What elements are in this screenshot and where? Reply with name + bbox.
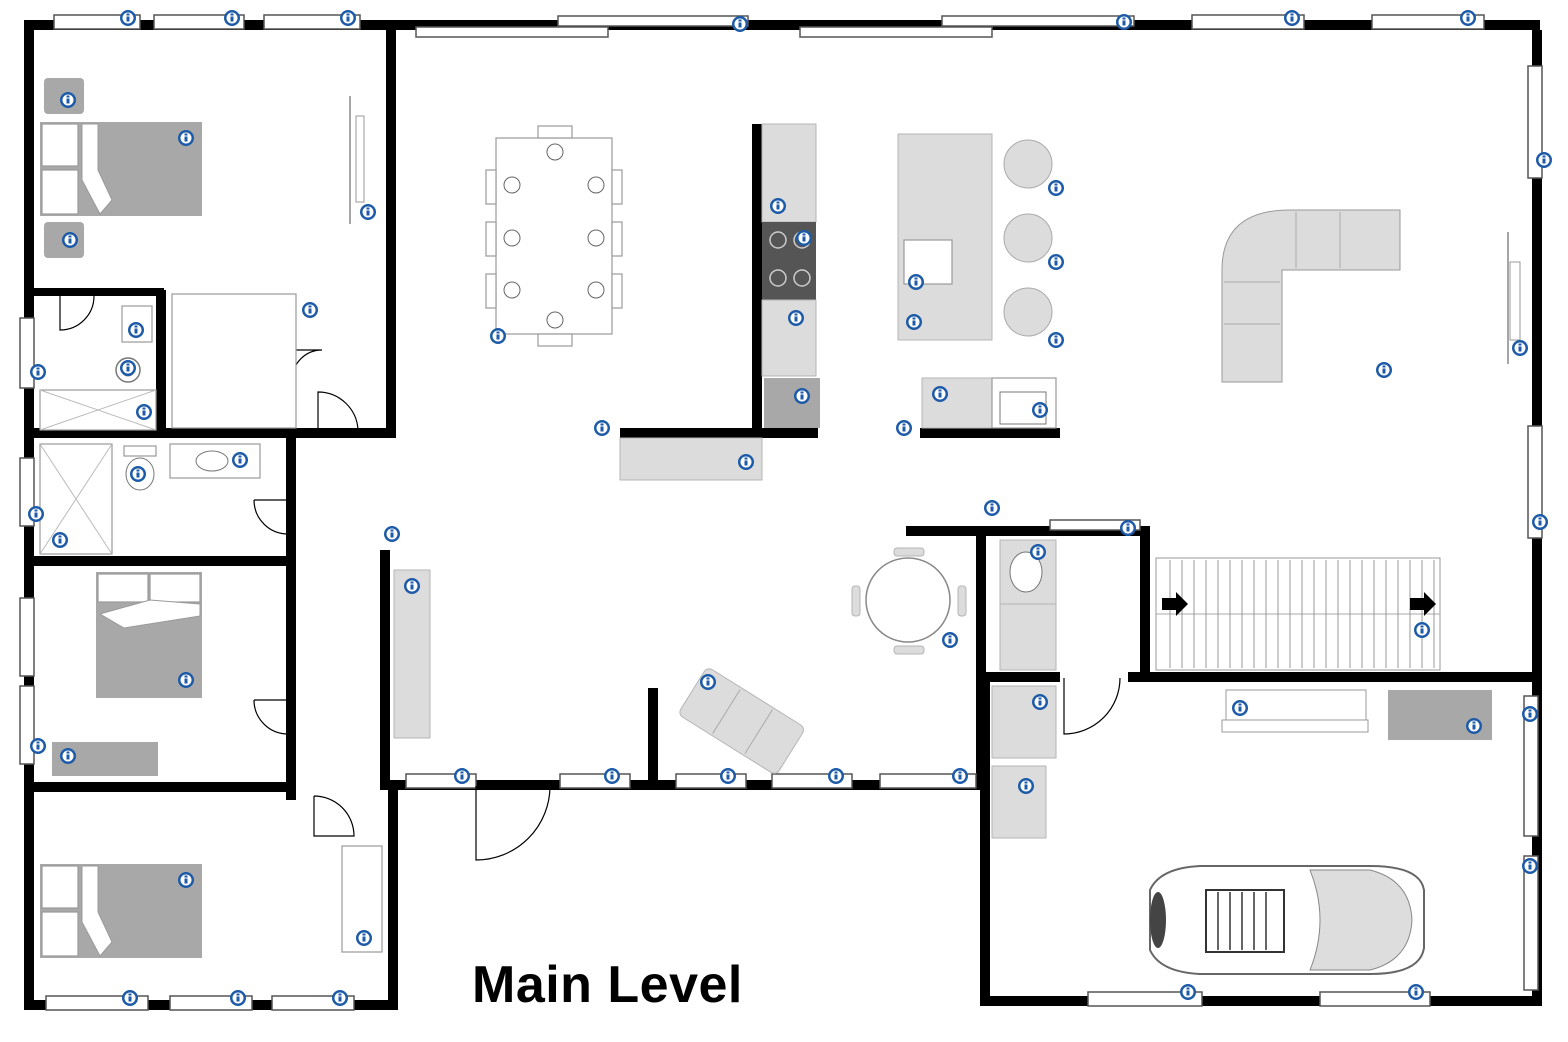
info-pin-icon[interactable] (794, 388, 810, 404)
info-pin-icon[interactable] (224, 10, 240, 26)
dining-table (485, 125, 623, 347)
info-pin-icon[interactable] (984, 500, 1000, 516)
laundry-stairs (999, 539, 1441, 671)
info-pin-icon[interactable] (1532, 514, 1548, 530)
info-pin-icon[interactable] (788, 310, 804, 326)
info-pin-icon[interactable] (932, 386, 948, 402)
info-pin-icon[interactable] (62, 232, 78, 248)
info-pin-icon[interactable] (828, 768, 844, 784)
info-pin-icon[interactable] (1032, 694, 1048, 710)
info-pin-icon[interactable] (738, 454, 754, 470)
info-pin-icon[interactable] (1116, 14, 1132, 30)
info-hotspots (28, 10, 1552, 1006)
info-pin-icon[interactable] (130, 466, 146, 482)
info-pin-icon[interactable] (230, 990, 246, 1006)
info-pin-icon[interactable] (594, 420, 610, 436)
info-pin-icon[interactable] (1048, 180, 1064, 196)
info-pin-icon[interactable] (384, 526, 400, 542)
info-pin-icon[interactable] (796, 230, 812, 246)
info-pin-icon[interactable] (908, 274, 924, 290)
info-pin-icon[interactable] (52, 532, 68, 548)
bath-2-furniture (39, 443, 261, 555)
info-pin-icon[interactable] (404, 578, 420, 594)
info-pin-icon[interactable] (1048, 254, 1064, 270)
info-pin-icon[interactable] (1032, 402, 1048, 418)
info-pin-icon[interactable] (1522, 858, 1538, 874)
info-pin-icon[interactable] (178, 130, 194, 146)
info-pin-icon[interactable] (120, 360, 136, 376)
info-pin-icon[interactable] (360, 204, 376, 220)
info-pin-icon[interactable] (604, 768, 620, 784)
doors (59, 295, 1121, 861)
info-pin-icon[interactable] (122, 990, 138, 1006)
info-pin-icon[interactable] (896, 420, 912, 436)
level-title: Main Level (472, 956, 743, 1014)
bedroom-1-furniture (40, 78, 365, 429)
info-pin-icon[interactable] (28, 506, 44, 522)
info-pin-icon[interactable] (1030, 544, 1046, 560)
info-pin-icon[interactable] (942, 632, 958, 648)
info-pin-icon[interactable] (30, 738, 46, 754)
info-pin-icon[interactable] (1180, 984, 1196, 1000)
info-pin-icon[interactable] (720, 768, 736, 784)
info-pin-icon[interactable] (1376, 362, 1392, 378)
info-pin-icon[interactable] (128, 322, 144, 338)
info-pin-icon[interactable] (1232, 700, 1248, 716)
info-pin-icon[interactable] (60, 92, 76, 108)
info-pin-icon[interactable] (1512, 340, 1528, 356)
info-pin-icon[interactable] (1018, 778, 1034, 794)
info-pin-icon[interactable] (906, 314, 922, 330)
info-pin-icon[interactable] (178, 672, 194, 688)
info-pin-icon[interactable] (952, 768, 968, 784)
kitchen-furniture (619, 123, 1057, 481)
car (1149, 865, 1425, 975)
info-pin-icon[interactable] (60, 748, 76, 764)
dinette-furniture (393, 547, 967, 774)
info-pin-icon[interactable] (1466, 718, 1482, 734)
info-pin-icon[interactable] (1536, 152, 1552, 168)
info-pin-icon[interactable] (490, 328, 506, 344)
info-pin-icon[interactable] (770, 198, 786, 214)
living-furniture (1221, 209, 1521, 383)
info-pin-icon[interactable] (1408, 984, 1424, 1000)
info-pin-icon[interactable] (1460, 10, 1476, 26)
info-pin-icon[interactable] (136, 404, 152, 420)
info-pin-icon[interactable] (340, 10, 356, 26)
info-pin-icon[interactable] (454, 768, 470, 784)
info-pin-icon[interactable] (1522, 706, 1538, 722)
info-pin-icon[interactable] (302, 302, 318, 318)
info-pin-icon[interactable] (178, 872, 194, 888)
bedroom-3-furniture (40, 845, 383, 958)
info-pin-icon[interactable] (1120, 520, 1136, 536)
info-pin-icon[interactable] (120, 10, 136, 26)
info-pin-icon[interactable] (1048, 332, 1064, 348)
bedroom-2-furniture (52, 572, 202, 776)
info-pin-icon[interactable] (700, 674, 716, 690)
info-pin-icon[interactable] (356, 930, 372, 946)
info-pin-icon[interactable] (232, 452, 248, 468)
windows (19, 14, 1543, 1011)
info-pin-icon[interactable] (30, 364, 46, 380)
info-pin-icon[interactable] (732, 16, 748, 32)
garage-furniture (991, 685, 1492, 975)
info-pin-icon[interactable] (1284, 10, 1300, 26)
info-pin-icon[interactable] (332, 990, 348, 1006)
info-pin-icon[interactable] (1414, 622, 1430, 638)
